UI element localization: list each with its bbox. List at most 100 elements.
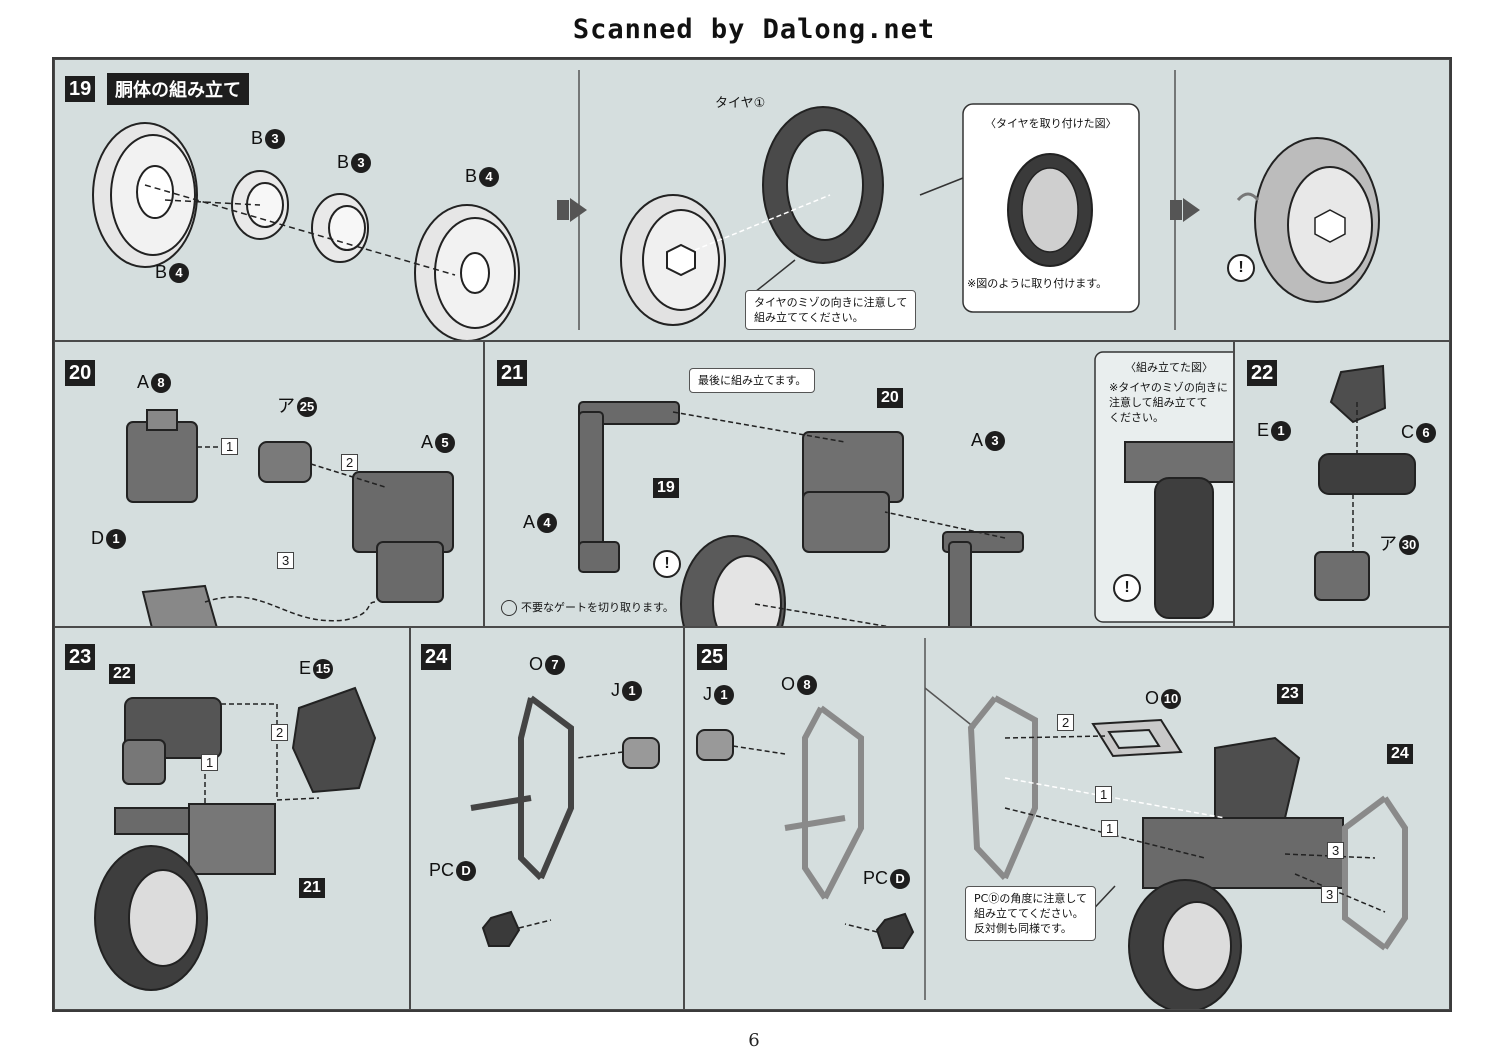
part-o10: [1091, 718, 1183, 758]
inset-note: ※タイヤのミゾの向きに 注意して組み立てて ください。: [1109, 381, 1228, 424]
scan-watermark: Scanned by Dalong.net: [572, 14, 936, 45]
step-title: 胴体の組み立て: [107, 73, 249, 105]
assembly-22: [122, 697, 222, 785]
final-assembly-note: 最後に組み立てます。: [689, 368, 816, 393]
tire-mounted-inset: [1007, 153, 1093, 267]
part-a3: [942, 531, 1024, 626]
assembly-23: [1128, 736, 1344, 1009]
step-21-illustration: [578, 351, 1233, 626]
step-19-panel: 19 胴体の組み立て: [54, 59, 1450, 341]
caution-icon: !: [653, 550, 681, 578]
assembly-21: [94, 803, 276, 991]
part-o7: [470, 695, 574, 881]
part-a5: [352, 471, 454, 603]
part-a4: [578, 401, 680, 573]
caution-icon: !: [1227, 254, 1255, 282]
part-j1: [622, 737, 660, 769]
page-number: 6: [748, 1030, 760, 1051]
sequence-marker: 1: [1101, 820, 1119, 837]
reference-step-20: 20: [877, 388, 903, 408]
part-e15: [291, 686, 377, 794]
step-number: 23: [65, 644, 96, 670]
tire-1: [762, 106, 884, 264]
part-pcd: [875, 912, 915, 949]
step-24-illustration: [470, 695, 660, 947]
part-a30: [1314, 551, 1370, 601]
step-25-panel: 25: [684, 627, 1450, 1010]
inset-title: 〈タイヤを取り付けた図〉: [985, 117, 1117, 130]
instruction-sheet: 19 胴体の組み立て: [52, 57, 1452, 1012]
step-22-illustration: [1314, 364, 1416, 601]
step-19-illustration: [92, 70, 1380, 340]
reference-step-23: 23: [1277, 684, 1303, 704]
sequence-marker: 2: [341, 454, 359, 471]
part-d1: [141, 584, 218, 626]
part-o8-assembled: [967, 695, 1038, 881]
wheel-half-b4-front: [414, 204, 520, 340]
sequence-marker: 1: [221, 438, 239, 455]
hub-b3-2: [311, 193, 369, 263]
step-number: 22: [1247, 360, 1278, 386]
step-number: 20: [65, 360, 96, 386]
tire-label: タイヤ①: [715, 96, 766, 111]
part-e1: [1329, 364, 1387, 424]
step-number: 19: [65, 76, 96, 102]
part-a25: [258, 441, 312, 483]
part-pcd: [481, 910, 521, 947]
step-number: 25: [697, 644, 728, 670]
part-a8: [126, 409, 198, 503]
nipper-icon: [501, 600, 517, 616]
inset-assembly: [1124, 441, 1233, 619]
reference-step-24: 24: [1387, 744, 1413, 764]
step-number: 24: [421, 644, 452, 670]
step-25-illustration: [696, 638, 1408, 1009]
assembly-20: [802, 431, 904, 553]
part-o8: [784, 705, 864, 900]
part-j1: [696, 729, 734, 761]
step-number: 21: [497, 360, 528, 386]
angle-note: PCⒹの角度に注意して 組み立ててください。 反対側も同様です。: [965, 886, 1096, 941]
sequence-marker: 2: [1057, 714, 1075, 731]
finished-wheel: [1254, 137, 1380, 303]
sequence-marker: 2: [271, 724, 289, 741]
step-20-illustration: [126, 409, 454, 626]
assembly-24: [1342, 795, 1408, 951]
step-21-panel: 21: [484, 341, 1234, 627]
reference-step-21: 21: [299, 878, 325, 898]
gate-cut-note: 不要なゲートを切り取ります。: [501, 600, 674, 616]
part-c6: [1318, 453, 1416, 495]
wheel-half-b4-back: [92, 122, 198, 268]
sequence-marker: 3: [1327, 842, 1345, 859]
sequence-marker: 1: [201, 754, 219, 771]
rim-assembled: [620, 194, 726, 326]
sequence-marker: 1: [1095, 786, 1113, 803]
wheel-19: [680, 535, 786, 626]
inset-title: 〈組み立てた図〉: [1125, 361, 1213, 374]
inset-note: ※図のように取り付けます。: [967, 277, 1108, 290]
step-23-illustration: [94, 686, 377, 991]
